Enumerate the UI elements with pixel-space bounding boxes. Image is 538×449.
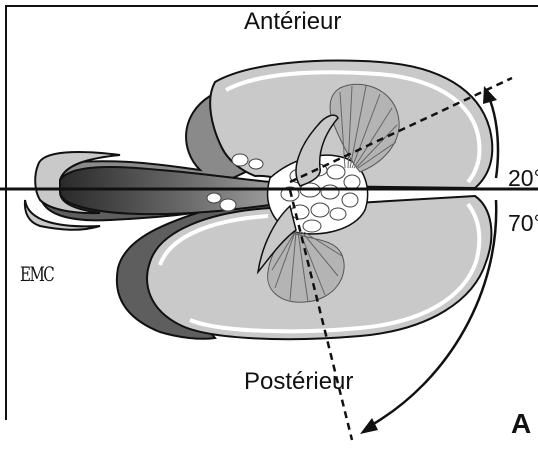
anterior-label: Antérieur [244, 8, 341, 36]
emc-logo: EMC [20, 262, 53, 286]
arc-70-arrowhead [360, 418, 378, 434]
panel-letter: A [511, 408, 531, 440]
angle-20-label: 20° [508, 165, 538, 192]
posterior-label: Postérieur [244, 368, 353, 396]
angle-70-label: 70° [508, 210, 538, 237]
